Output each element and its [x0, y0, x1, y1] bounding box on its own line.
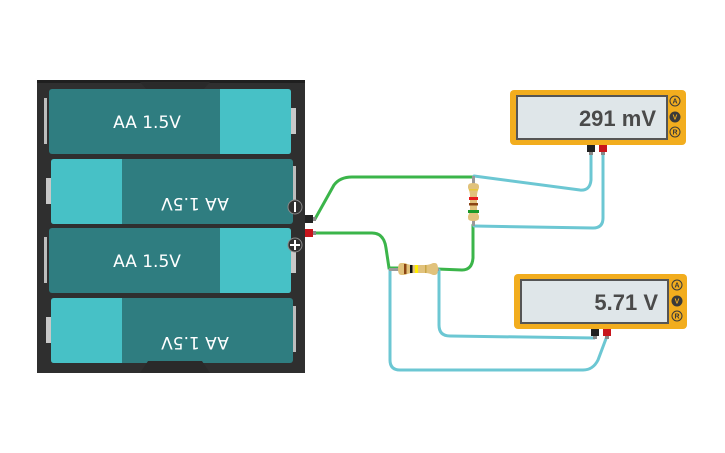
- resistor-band: [469, 197, 478, 200]
- holder-notch-bottom: [140, 361, 210, 373]
- battery-cell-4[interactable]: AA 1.5V: [46, 298, 296, 363]
- cell-spring: [293, 306, 296, 352]
- holder-edge: [37, 80, 305, 83]
- cell-terminal: [291, 108, 296, 134]
- mode-ohmmeter-button[interactable]: R: [669, 126, 681, 138]
- resistor-band: [469, 189, 478, 191]
- cell-label: AA 1.5V: [161, 332, 229, 352]
- cell-terminal: [291, 247, 296, 273]
- resistor-band: [468, 210, 479, 213]
- meter-reading: 5.71 V: [594, 290, 658, 315]
- mode-voltmeter-button[interactable]: V: [671, 295, 683, 307]
- cell-label: AA 1.5V: [113, 252, 181, 272]
- cell-spring: [44, 98, 47, 144]
- svg-text:R: R: [672, 130, 677, 137]
- mode-ohmmeter-button[interactable]: R: [671, 310, 683, 322]
- holder-notch-top: [140, 82, 210, 91]
- meter-reading: 291 mV: [579, 106, 656, 131]
- svg-text:V: V: [675, 299, 680, 306]
- meter-lead-v[interactable]: [599, 145, 607, 155]
- mode-ammeter-button[interactable]: A: [671, 279, 683, 291]
- resistor-band: [425, 265, 427, 273]
- wire-teal-bottom-meter-com[interactable]: [437, 268, 598, 340]
- cell-spring: [44, 237, 47, 283]
- battery-cell-3[interactable]: AA 1.5V: [44, 228, 296, 293]
- cell-label: AA 1.5V: [161, 193, 229, 213]
- wire-green-link[interactable]: [435, 223, 475, 272]
- svg-text:A: A: [674, 283, 679, 290]
- multimeter-top[interactable]: 291 mV A V R: [510, 90, 686, 155]
- resistor-band: [404, 264, 407, 274]
- wire-teal-bottom-meter-v[interactable]: [388, 268, 609, 372]
- cell-spring: [293, 166, 296, 212]
- resistor-horizontal[interactable]: [389, 263, 439, 275]
- battery-lead-positive[interactable]: [305, 229, 316, 237]
- multimeter-bottom[interactable]: 5.71 V A V R: [514, 274, 687, 339]
- resistor-band: [469, 203, 478, 206]
- svg-text:A: A: [672, 99, 677, 106]
- svg-text:R: R: [674, 314, 679, 321]
- wire-teal-top-meter-com[interactable]: [472, 150, 593, 192]
- svg-text:V: V: [673, 115, 678, 122]
- meter-display: [516, 95, 668, 140]
- resistor-vertical[interactable]: [468, 176, 479, 226]
- cell-label: AA 1.5V: [113, 113, 181, 133]
- negative-terminal-icon: [287, 199, 303, 215]
- wire-green-negative[interactable]: [313, 175, 475, 221]
- meter-lead-v[interactable]: [603, 329, 611, 339]
- cell-terminal: [46, 178, 51, 204]
- positive-terminal-icon: [287, 237, 303, 253]
- meter-lead-com[interactable]: [591, 329, 599, 339]
- battery-cell-1[interactable]: AA 1.5V: [44, 89, 296, 154]
- battery-lead-negative[interactable]: [305, 215, 316, 223]
- wire-teal-top-meter-v[interactable]: [472, 150, 605, 230]
- meter-lead-com[interactable]: [587, 145, 595, 155]
- mode-ammeter-button[interactable]: A: [669, 95, 681, 107]
- battery-pack[interactable]: AA 1.5V AA 1.5V AA 1.5V AA 1.5V: [37, 80, 316, 373]
- resistor-band: [415, 265, 418, 273]
- wires: [313, 150, 609, 372]
- cell-terminal: [46, 317, 51, 343]
- resistor-band: [410, 265, 413, 273]
- mode-voltmeter-button[interactable]: V: [669, 111, 681, 123]
- battery-cell-2[interactable]: AA 1.5V: [46, 159, 296, 224]
- meter-display: [520, 279, 669, 324]
- wire-green-positive[interactable]: [313, 231, 400, 270]
